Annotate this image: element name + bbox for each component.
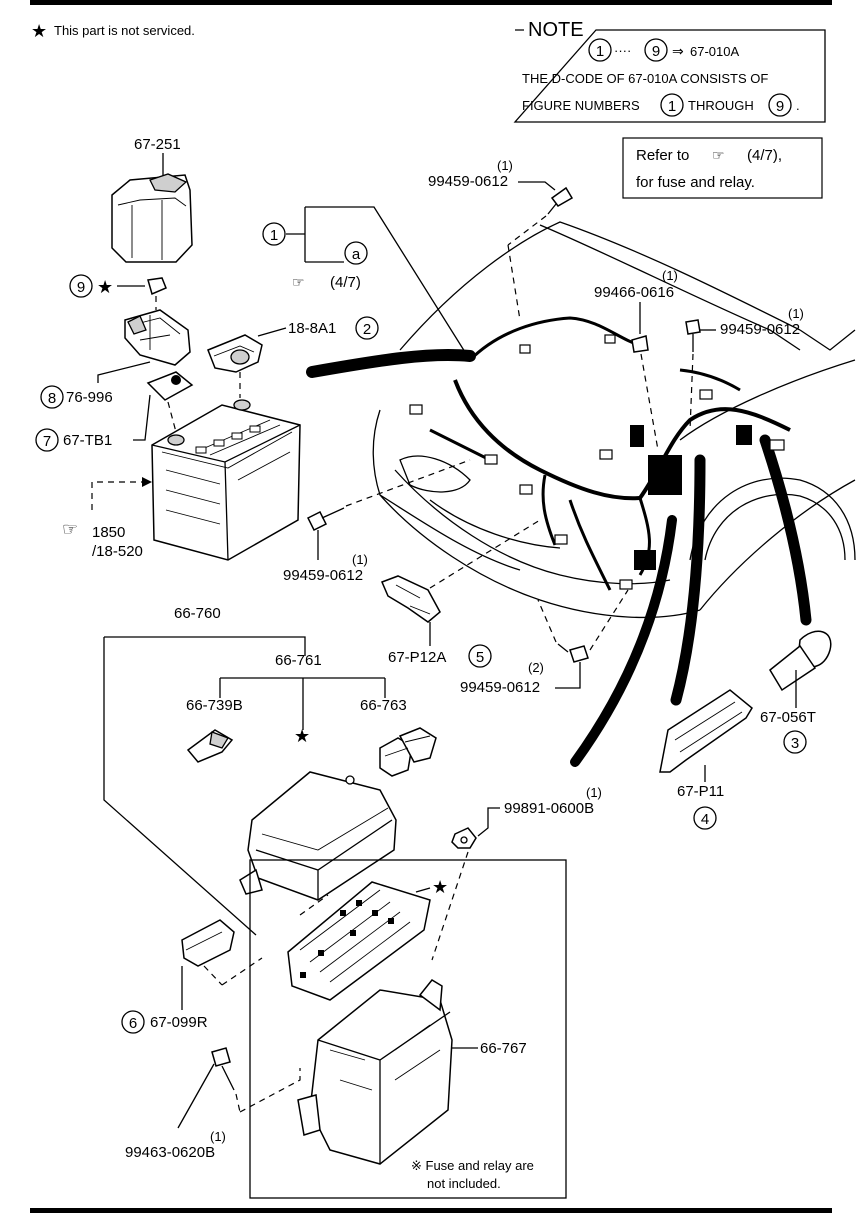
label-67-099r: 67-099R: [150, 1014, 208, 1031]
callout-5-number: 5: [476, 649, 484, 666]
note-line3-prefix: FIGURE NUMBERS: [522, 98, 640, 113]
battery-cover-part: 67-251: [111, 136, 193, 263]
bolt-e-part: 99459-0612: [460, 679, 540, 696]
callout-2-number: 2: [363, 321, 371, 338]
hand-ref-icon: ☞: [712, 148, 725, 164]
refer-line1: Refer to: [636, 147, 689, 164]
callout-4-number: 4: [701, 811, 709, 828]
label-67-056t: 67-056T: [760, 709, 816, 726]
note-range-start: 1: [596, 43, 604, 60]
terminal-76-996-part: 8 76-996: [40, 309, 191, 409]
callout-a-ref: (4/7): [330, 274, 361, 291]
battery-part: [91, 399, 301, 561]
star-icon: ★: [97, 277, 113, 298]
label-67-tb1: 67-TB1: [63, 432, 112, 449]
label-76-996: 76-996: [66, 389, 113, 406]
bolt-99459-0612-lower: (2) 99459-0612: [460, 589, 629, 696]
vehicle-front-illustration: [306, 221, 856, 767]
note-line3-end: 9: [776, 98, 784, 115]
bolt-b-qty: (1): [662, 268, 678, 283]
top-rule: [30, 0, 832, 5]
note-range-end: 9: [652, 43, 660, 60]
callout-1-number: 1: [270, 227, 278, 244]
bolt-top-part: 99459-0612: [428, 173, 508, 190]
not-serviced-text: This part is not serviced.: [54, 23, 195, 38]
nut-qty: (1): [586, 785, 602, 800]
note-line2: THE D-CODE OF 67-010A CONSISTS OF: [522, 71, 768, 86]
svg-text:.: .: [796, 98, 800, 113]
grommet-67-056t-part: 67-056T 3: [760, 630, 832, 754]
callout-3-number: 3: [791, 735, 799, 752]
callout-6-number: 6: [129, 1015, 137, 1032]
note-range-target: 67-010A: [690, 44, 739, 59]
note-line3-mid: THROUGH: [688, 98, 754, 113]
bolt-f-part: 99463-0620B: [125, 1144, 215, 1161]
star-icon: ★: [432, 877, 448, 898]
label-18-8a1: 18-8A1: [288, 320, 336, 337]
bolt-b-part: 99466-0616: [594, 284, 674, 301]
fuse-note-line1: ※ Fuse and relay are: [411, 1158, 534, 1173]
label-66-767: 66-767: [480, 1040, 527, 1057]
star-icon: ★: [31, 21, 47, 42]
bottom-rule: [30, 1208, 832, 1213]
label-66-760: 66-760: [174, 605, 221, 622]
note-box: NOTE 1 ···· 9 ⇒ 67-010A THE D-CODE OF 67…: [513, 19, 826, 123]
fuse-67-tb1-part: 7 67-TB1: [35, 371, 194, 452]
bolt-c-qty: (1): [788, 306, 804, 321]
label-1850: 1850: [92, 524, 125, 541]
bolt-e-qty: (2): [528, 660, 544, 675]
note-line3-start: 1: [668, 98, 676, 115]
fuse-box-group: 66-760 66-761 66-739B 66-763 ★ (1) 99891…: [103, 605, 602, 1199]
terminal-18-8a1-part: 18-8A1 2: [207, 316, 379, 398]
label-67-251: 67-251: [134, 136, 181, 153]
bolt-c-part: 99459-0612: [720, 321, 800, 338]
label-67-p12a: 67-P12A: [388, 649, 446, 666]
callout-8-number: 8: [48, 390, 56, 407]
wiring-harness: [409, 316, 791, 591]
fuse-note-line2: not included.: [427, 1176, 501, 1191]
nut-part: 99891-0600B: [504, 800, 594, 817]
refer-line1-ref: (4/7),: [747, 147, 782, 164]
callout-7-number: 7: [43, 433, 51, 450]
label-66-739b: 66-739B: [186, 697, 243, 714]
not-serviced-legend: ★ This part is not serviced.: [31, 21, 195, 42]
star-icon: ★: [294, 726, 310, 747]
svg-text:····: ····: [614, 43, 631, 58]
bolt-99459-0612-right: (1) 99459-0612: [685, 306, 804, 431]
bolt-f-qty: (1): [210, 1129, 226, 1144]
bracket-67-p12a-part: 67-P12A 5: [381, 519, 541, 668]
hand-ref-icon: ☞: [292, 275, 305, 291]
bolt-top-qty: (1): [497, 158, 513, 173]
bolt-99459-0612-top: (1) 99459-0612: [428, 158, 574, 321]
refer-line2: for fuse and relay.: [636, 174, 755, 191]
harness-cover-67-p11-part: 67-P11 4: [659, 689, 753, 830]
bolt-d-qty: (1): [352, 552, 368, 567]
bolt-99466-0616: (1) 99466-0616: [594, 268, 678, 451]
bolt-99459-0612-mid: (1) 99459-0612: [283, 459, 471, 584]
callout-9-number: 9: [77, 279, 85, 296]
label-66-761: 66-761: [275, 652, 322, 669]
refer-box: Refer to ☞ (4/7), for fuse and relay.: [622, 137, 823, 199]
label-66-763: 66-763: [360, 697, 407, 714]
label-67-p11: 67-P11: [677, 783, 724, 800]
callout-9: 9 ★: [69, 274, 167, 310]
callout-1: 1 a ☞ (4/7): [262, 206, 471, 361]
ref-1850: ☞ 1850 /18-520: [62, 519, 143, 560]
callout-a-letter: a: [352, 246, 361, 263]
label-18-520: /18-520: [92, 543, 143, 560]
note-title: NOTE: [528, 19, 584, 41]
hand-ref-icon: ☞: [62, 519, 78, 540]
arrow-right-icon: ⇒: [672, 44, 684, 60]
bolt-d-part: 99459-0612: [283, 567, 363, 584]
